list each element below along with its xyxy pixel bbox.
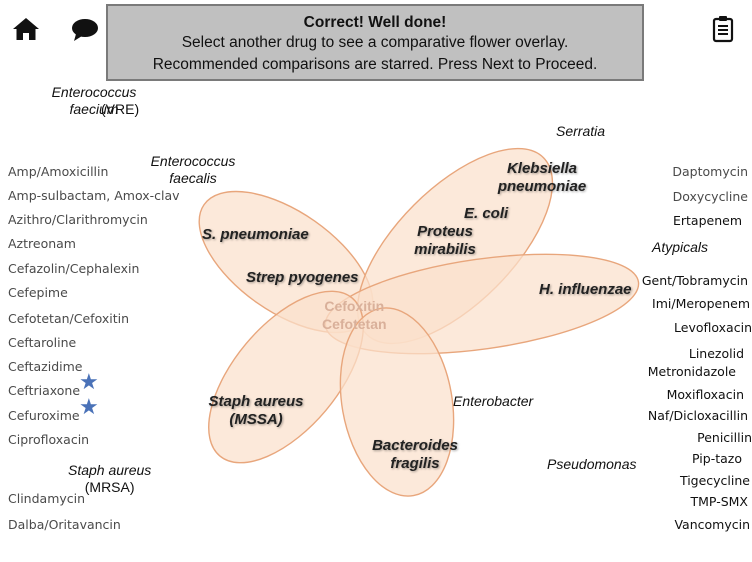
drug-amp-sulbactam[interactable]: Amp-sulbactam, Amox-clav — [8, 188, 180, 203]
petal-label-bacteroides: Bacteroides fragilis — [372, 437, 458, 472]
center-drug-line1: Cefoxitin — [324, 298, 385, 314]
drug-cefuroxime[interactable]: Cefuroxime — [8, 408, 80, 423]
organism-serratia: Serratia — [556, 123, 606, 139]
organism-pseudomonas: Pseudomonas — [547, 456, 637, 472]
center-drug-label: Cefoxitin Cefotetan — [322, 297, 387, 333]
organism-vre-suffix: (VRE) — [101, 101, 140, 117]
drug-ceftazidime[interactable]: Ceftazidime — [8, 359, 83, 374]
drug-ceftriaxone[interactable]: Ceftriaxone — [8, 383, 81, 398]
drug-pip-tazo[interactable]: Pip-tazo — [692, 451, 742, 466]
petal-label-h-influenzae: H. influenzae — [539, 281, 632, 298]
banner-title: Correct! Well done! — [303, 14, 447, 31]
drug-cefepime[interactable]: Cefepime — [8, 285, 68, 300]
banner-instruction: Select another drug to see a comparative… — [181, 34, 569, 51]
drug-tigecycline[interactable]: Tigecycline — [679, 473, 750, 488]
drug-naf-dicloxacillin[interactable]: Naf/Dicloxacillin — [647, 408, 748, 423]
drug-ertapenem[interactable]: Ertapenem — [672, 213, 742, 228]
drug-daptomycin[interactable]: Daptomycin — [672, 164, 748, 179]
organism-mrsa: Staph aureus (MRSA) — [68, 462, 151, 496]
drug-dalba-oritavancin[interactable]: Dalba/Oritavancin — [8, 517, 121, 532]
drug-cefotetan-cefoxitin[interactable]: Cefotetan/Cefoxitin — [8, 311, 130, 326]
drug-cefazolin-cephalexin[interactable]: Cefazolin/Cephalexin — [8, 261, 140, 276]
organism-atypicals: Atypicals — [652, 239, 709, 255]
organism-vre: Enterococcus faecium (VRE) — [42, 84, 146, 118]
center-drug-line2: Cefotetan — [322, 316, 387, 332]
drug-ciprofloxacin[interactable]: Ciprofloxacin — [8, 432, 90, 447]
drug-doxycycline[interactable]: Doxycycline — [672, 189, 748, 204]
home-icon[interactable] — [12, 16, 40, 42]
petal-label-s-pneumoniae: S. pneumoniae — [202, 226, 309, 243]
organism-enterobacter: Enterobacter — [453, 393, 534, 409]
recommended-star-icon: ★ — [79, 370, 99, 395]
drug-imi-meropenem[interactable]: Imi/Meropenem — [652, 296, 750, 311]
petal-label-strep-pyogenes: Strep pyogenes — [246, 269, 359, 286]
drug-amp-amoxicillin[interactable]: Amp/Amoxicillin — [8, 164, 109, 179]
drug-linezolid[interactable]: Linezolid — [688, 346, 744, 361]
drug-levofloxacin[interactable]: Levofloxacin — [674, 320, 752, 335]
petal-label-klebsiella: Klebsiella pneumoniae — [497, 160, 587, 195]
banner-hint: Recommended comparisons are starred. Pre… — [152, 56, 598, 73]
organism-mrsa-suffix: (MRSA) — [84, 479, 135, 495]
petal-label-e-coli: E. coli — [464, 205, 509, 222]
drug-metronidazole[interactable]: Metronidazole — [647, 364, 736, 379]
organism-vre-name: Enterococcus faecium — [51, 84, 137, 117]
drug-clindamycin[interactable]: Clindamycin — [8, 491, 86, 506]
feedback-banner: Correct! Well done! Select another drug … — [106, 4, 644, 81]
drug-gent-tobramycin[interactable]: Gent/Tobramycin — [641, 273, 748, 288]
organism-e-faecalis: Enterococcus faecalis — [150, 153, 236, 186]
organism-mrsa-name: Staph aureus — [68, 462, 152, 478]
drug-azithro-clarithromycin[interactable]: Azithro/Clarithromycin — [8, 212, 148, 227]
drug-aztreonam[interactable]: Aztreonam — [8, 236, 76, 251]
petal-staph-aureus — [208, 290, 364, 464]
petal-bacteroides — [339, 307, 455, 497]
petal-label-proteus: Proteus mirabilis — [414, 223, 476, 258]
drug-penicillin[interactable]: Penicillin — [697, 430, 752, 445]
speech-bubble-icon[interactable] — [71, 18, 99, 42]
drug-moxifloxacin[interactable]: Moxifloxacin — [666, 387, 744, 402]
drug-tmp-smx[interactable]: TMP-SMX — [690, 494, 748, 509]
drug-ceftaroline[interactable]: Ceftaroline — [8, 335, 77, 350]
drug-vancomycin[interactable]: Vancomycin — [674, 517, 750, 532]
clipboard-icon[interactable] — [712, 15, 734, 43]
petal-label-staph-mssa: Staph aureus (MSSA) — [208, 393, 304, 428]
recommended-star-icon: ★ — [79, 395, 99, 420]
